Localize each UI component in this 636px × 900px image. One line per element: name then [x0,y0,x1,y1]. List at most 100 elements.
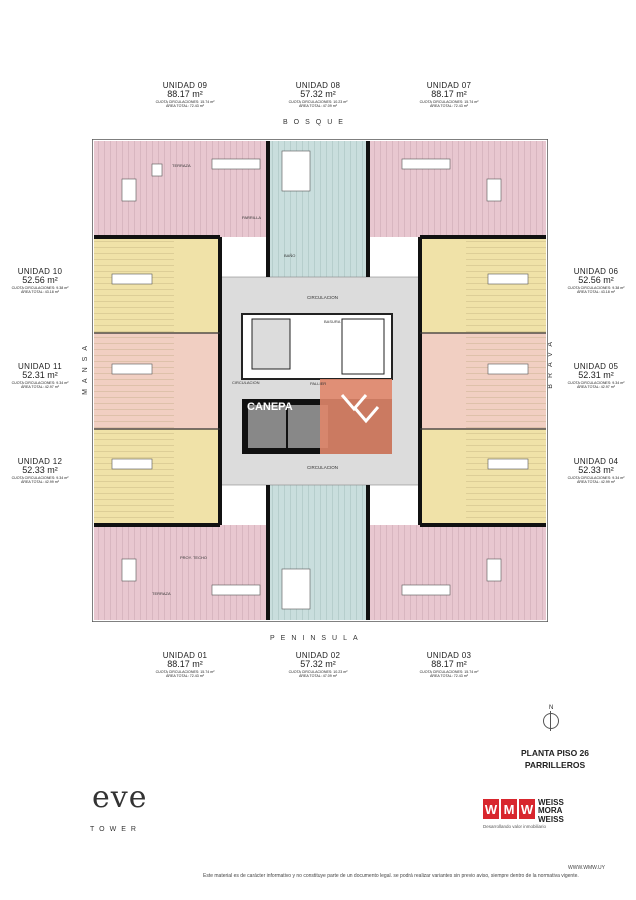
floor-plan: CIRCULACION CIRCULACION CIRCULACION PALL… [92,139,548,622]
unit-total-area: ÁREA TOTAL: 42.99 m² [21,480,59,485]
unit-total-area: ÁREA TOTAL: 72.43 m² [166,674,204,679]
unit-total-area: ÁREA TOTAL: 43.18 m² [577,290,615,295]
unit-area: 52.31 m² [578,370,614,381]
unit-area: 88.17 m² [431,89,467,100]
unit-10-area [94,237,220,333]
unit-circulation: CUOTA CIRCULACIONES: 9.34 m² [567,475,625,480]
developer-name: WEISS MORA WEISS [538,798,564,824]
unit-total-area: ÁREA TOTAL: 72.43 m² [430,674,468,679]
palier-label: PALLIER [310,381,326,386]
furniture [111,150,529,610]
unit-04-label: UNIDAD 04 52.33 m² CUOTA CIRCULACIONES: … [556,457,636,485]
unit-07-label: UNIDAD 07 88.17 m² CUOTA CIRCULACIONES: … [394,81,504,109]
terraza-label: TERRAZA [172,163,191,168]
street-bottom: PENINSULA [270,635,364,642]
unit-circulation: CUOTA CIRCULACIONES: 9.34 m² [11,380,69,385]
unit-06-area [420,237,546,333]
terraza-label: TERRAZA [152,591,171,596]
unit-circulation: CUOTA CIRCULACIONES: 15.74 m² [419,99,479,104]
watermark-text: CANEPA [247,401,293,413]
unit-name: UNIDAD 04 [573,457,619,466]
unit-02-label: UNIDAD 02 57.32 m² CUOTA CIRCULACIONES: … [263,651,373,679]
wmw-logo-box: W [519,799,535,819]
unit-08-label: UNIDAD 08 57.32 m² CUOTA CIRCULACIONES: … [263,81,373,109]
unit-area: 57.32 m² [300,89,336,100]
plan-title-line1: PLANTA PISO 26 [520,748,589,758]
unit-03-area [368,525,546,620]
unit-area: 52.31 m² [22,370,58,381]
unit-11-area [94,333,220,429]
unit-area: 52.56 m² [578,275,614,286]
stair-block [341,318,385,375]
unit-name: UNIDAD 11 [18,362,62,371]
unit-05-label: UNIDAD 05 52.31 m² CUOTA CIRCULACIONES: … [556,362,636,390]
parrilla-label: PARRILLA [242,215,261,220]
unit-06-label: UNIDAD 06 52.56 m² CUOTA CIRCULACIONES: … [556,267,636,295]
unit-name: UNIDAD 08 [295,81,341,90]
unit-total-area: ÁREA TOTAL: 72.43 m² [430,104,468,109]
unit-area: 88.17 m² [167,659,203,670]
unit-total-area: ÁREA TOTAL: 47.09 m² [299,674,337,679]
unit-area: 88.17 m² [431,659,467,670]
proy-techo-label: PROY. TECHO [180,555,207,560]
unit-circulation: CUOTA CIRCULACIONES: 9.38 m² [11,285,69,290]
unit-name: UNIDAD 12 [17,457,63,466]
unit-05-area [420,333,546,429]
lift-1 [248,405,286,448]
unit-01-label: UNIDAD 01 88.17 m² CUOTA CIRCULACIONES: … [130,651,240,679]
unit-name: UNIDAD 01 [162,651,208,660]
unit-08-area [268,141,368,277]
bano-label: BAÑO [284,253,295,258]
compass-icon [543,711,559,731]
tower-wordmark: TOWER [90,826,141,833]
unit-area: 52.56 m² [22,275,58,286]
unit-name: UNIDAD 09 [162,81,208,90]
unit-total-area: ÁREA TOTAL: 47.09 m² [299,104,337,109]
unit-circulation: CUOTA CIRCULACIONES: 10.23 m² [288,669,348,674]
eve-logo: eve [92,780,148,815]
street-right: BRAVA [547,336,554,389]
circulation-label-left: CIRCULACION [232,380,260,385]
basura-label: BASURA [324,319,341,324]
unit-circulation: CUOTA CIRCULACIONES: 9.38 m² [567,285,625,290]
unit-total-area: ÁREA TOTAL: 43.18 m² [21,290,59,295]
wmw-logo-box: M [501,799,517,819]
unit-circulation: CUOTA CIRCULACIONES: 15.74 m² [155,669,215,674]
plan-title: PLANTA PISO 26 PARRILLEROS [495,748,615,772]
unit-circulation: CUOTA CIRCULACIONES: 15.74 m² [155,99,215,104]
unit-07-area [368,141,546,237]
watermark-tile [320,379,392,454]
unit-area: 52.33 m² [22,465,58,476]
unit-name: UNIDAD 06 [573,267,619,276]
unit-circulation: CUOTA CIRCULACIONES: 9.34 m² [11,475,69,480]
footer-disclaimer: Este material es de carácter informativo… [203,873,579,879]
unit-11-label: UNIDAD 11 52.31 m² CUOTA CIRCULACIONES: … [0,362,80,390]
footer-url[interactable]: WWW.WMW.UY [568,865,605,871]
unit-total-area: ÁREA TOTAL: 72.43 m² [166,104,204,109]
unit-area: 52.33 m² [578,465,614,476]
unit-total-area: ÁREA TOTAL: 42.97 m² [577,385,615,390]
unit-09-label: UNIDAD 09 88.17 m² CUOTA CIRCULACIONES: … [130,81,240,109]
structural-walls [94,141,546,620]
street-top: BOSQUE [283,119,349,126]
circulation-label-bottom: CIRCULACION [307,465,338,470]
unit-name: UNIDAD 05 [573,362,619,371]
wmw-logo-box: W [483,799,499,819]
unit-area: 57.32 m² [300,659,336,670]
unit-12-label: UNIDAD 12 52.33 m² CUOTA CIRCULACIONES: … [0,457,80,485]
unit-name: UNIDAD 10 [17,267,63,276]
developer-name-line: MORA [538,806,563,816]
circulation-label-top: CIRCULACION [307,295,338,300]
unit-03-label: UNIDAD 03 88.17 m² CUOTA CIRCULACIONES: … [394,651,504,679]
unit-name: UNIDAD 03 [426,651,472,660]
unit-circulation: CUOTA CIRCULACIONES: 15.74 m² [419,669,479,674]
unit-12-area [94,429,220,525]
unit-01-area [94,525,268,620]
unit-10-label: UNIDAD 10 52.56 m² CUOTA CIRCULACIONES: … [0,267,80,295]
unit-area: 88.17 m² [167,89,203,100]
unit-name: UNIDAD 07 [426,81,472,90]
unit-circulation: CUOTA CIRCULACIONES: 10.23 m² [288,99,348,104]
developer-tagline: Desarrollando valor inmobiliario [483,824,547,829]
unit-name: UNIDAD 02 [295,651,341,660]
watermark-chevron [352,406,380,424]
